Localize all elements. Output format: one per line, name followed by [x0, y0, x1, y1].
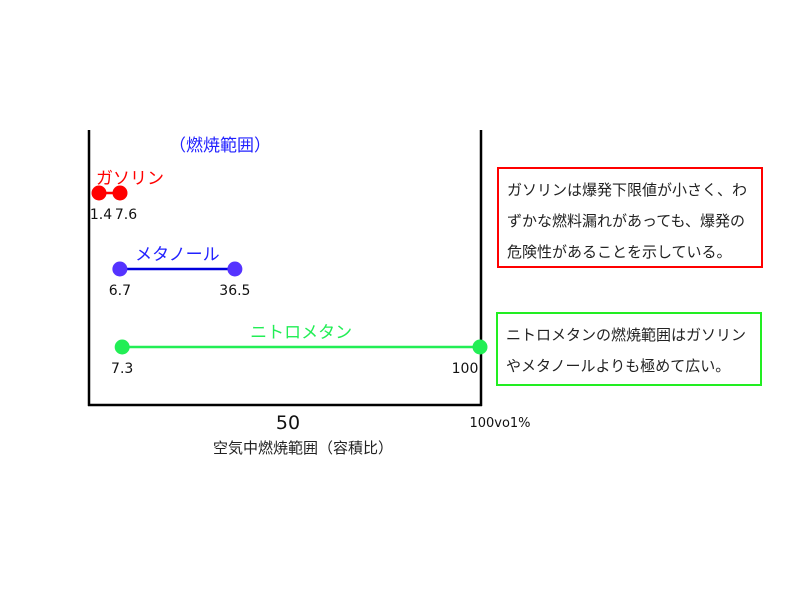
chart-title: （燃焼範囲）: [169, 136, 271, 156]
low-value-label: 7.3: [111, 361, 133, 377]
high-value-label: 100: [452, 361, 479, 377]
range-low-point: [114, 339, 130, 355]
series-name-label: メタノール: [135, 245, 220, 265]
x-tick-100: 100vo1%: [469, 416, 530, 431]
low-value-label: 1.4: [90, 207, 112, 223]
series-name-label: ガソリン: [96, 169, 164, 189]
nitromethane-note-box: ニトロメタンの燃焼範囲はガソリンやメタノールよりも極めて広い。: [496, 312, 762, 386]
high-value-label: 7.6: [115, 207, 137, 223]
x-tick-50: 50: [276, 412, 300, 434]
range-low-point: [112, 261, 128, 277]
gasoline-note-box: ガソリンは爆発下限値が小さく、わずかな燃料漏れがあっても、爆発の危険性があること…: [497, 167, 763, 268]
range-high-point: [227, 261, 243, 277]
gasoline-note-text: ガソリンは爆発下限値が小さく、わずかな燃料漏れがあっても、爆発の危険性があること…: [507, 181, 748, 261]
series-name-label: ニトロメタン: [250, 323, 352, 343]
high-value-label: 36.5: [219, 283, 250, 299]
range-high-point: [112, 185, 128, 201]
low-value-label: 6.7: [109, 283, 131, 299]
x-axis-label: 空気中燃焼範囲（容積比）: [213, 439, 393, 457]
nitromethane-note-text: ニトロメタンの燃焼範囲はガソリンやメタノールよりも極めて広い。: [506, 326, 747, 375]
range-low-point: [91, 185, 107, 201]
range-high-point: [472, 339, 488, 355]
